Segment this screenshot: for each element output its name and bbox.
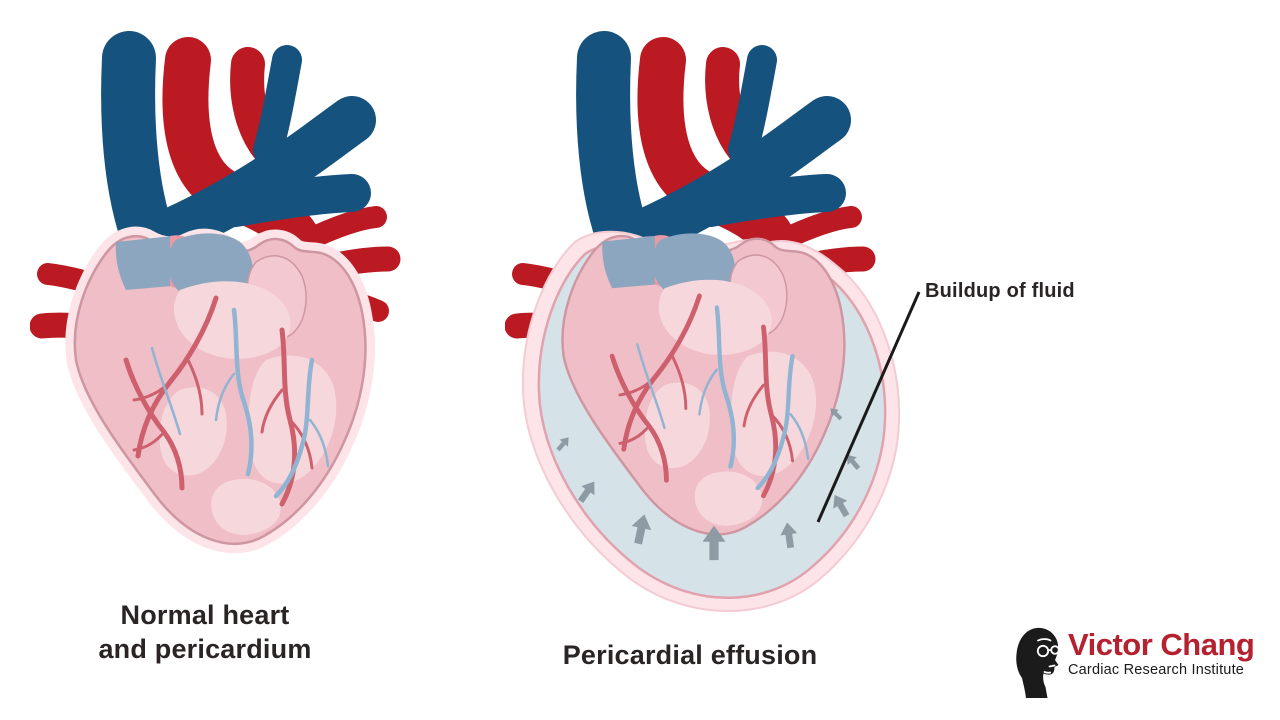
- fluid-annotation-label: Buildup of fluid: [925, 280, 1075, 302]
- caption-normal-line2: and pericardium: [98, 634, 312, 664]
- caption-pericardial-effusion: Pericardial effusion: [562, 640, 818, 670]
- logo-subtitle: Cardiac Research Institute: [1068, 662, 1245, 678]
- head-silhouette-icon: [1016, 627, 1060, 698]
- leader-line: [816, 291, 921, 523]
- logo-title: Victor Chang: [1068, 627, 1255, 662]
- effusion-heart-illustration: [505, 30, 921, 612]
- normal-heart-illustration: [30, 30, 420, 600]
- caption-normal-line1: Normal heart: [120, 600, 290, 630]
- victor-chang-logo: Victor Chang Cardiac Research Institute: [1014, 626, 1255, 700]
- caption-normal-heart: Normal heart and pericardium: [40, 598, 370, 666]
